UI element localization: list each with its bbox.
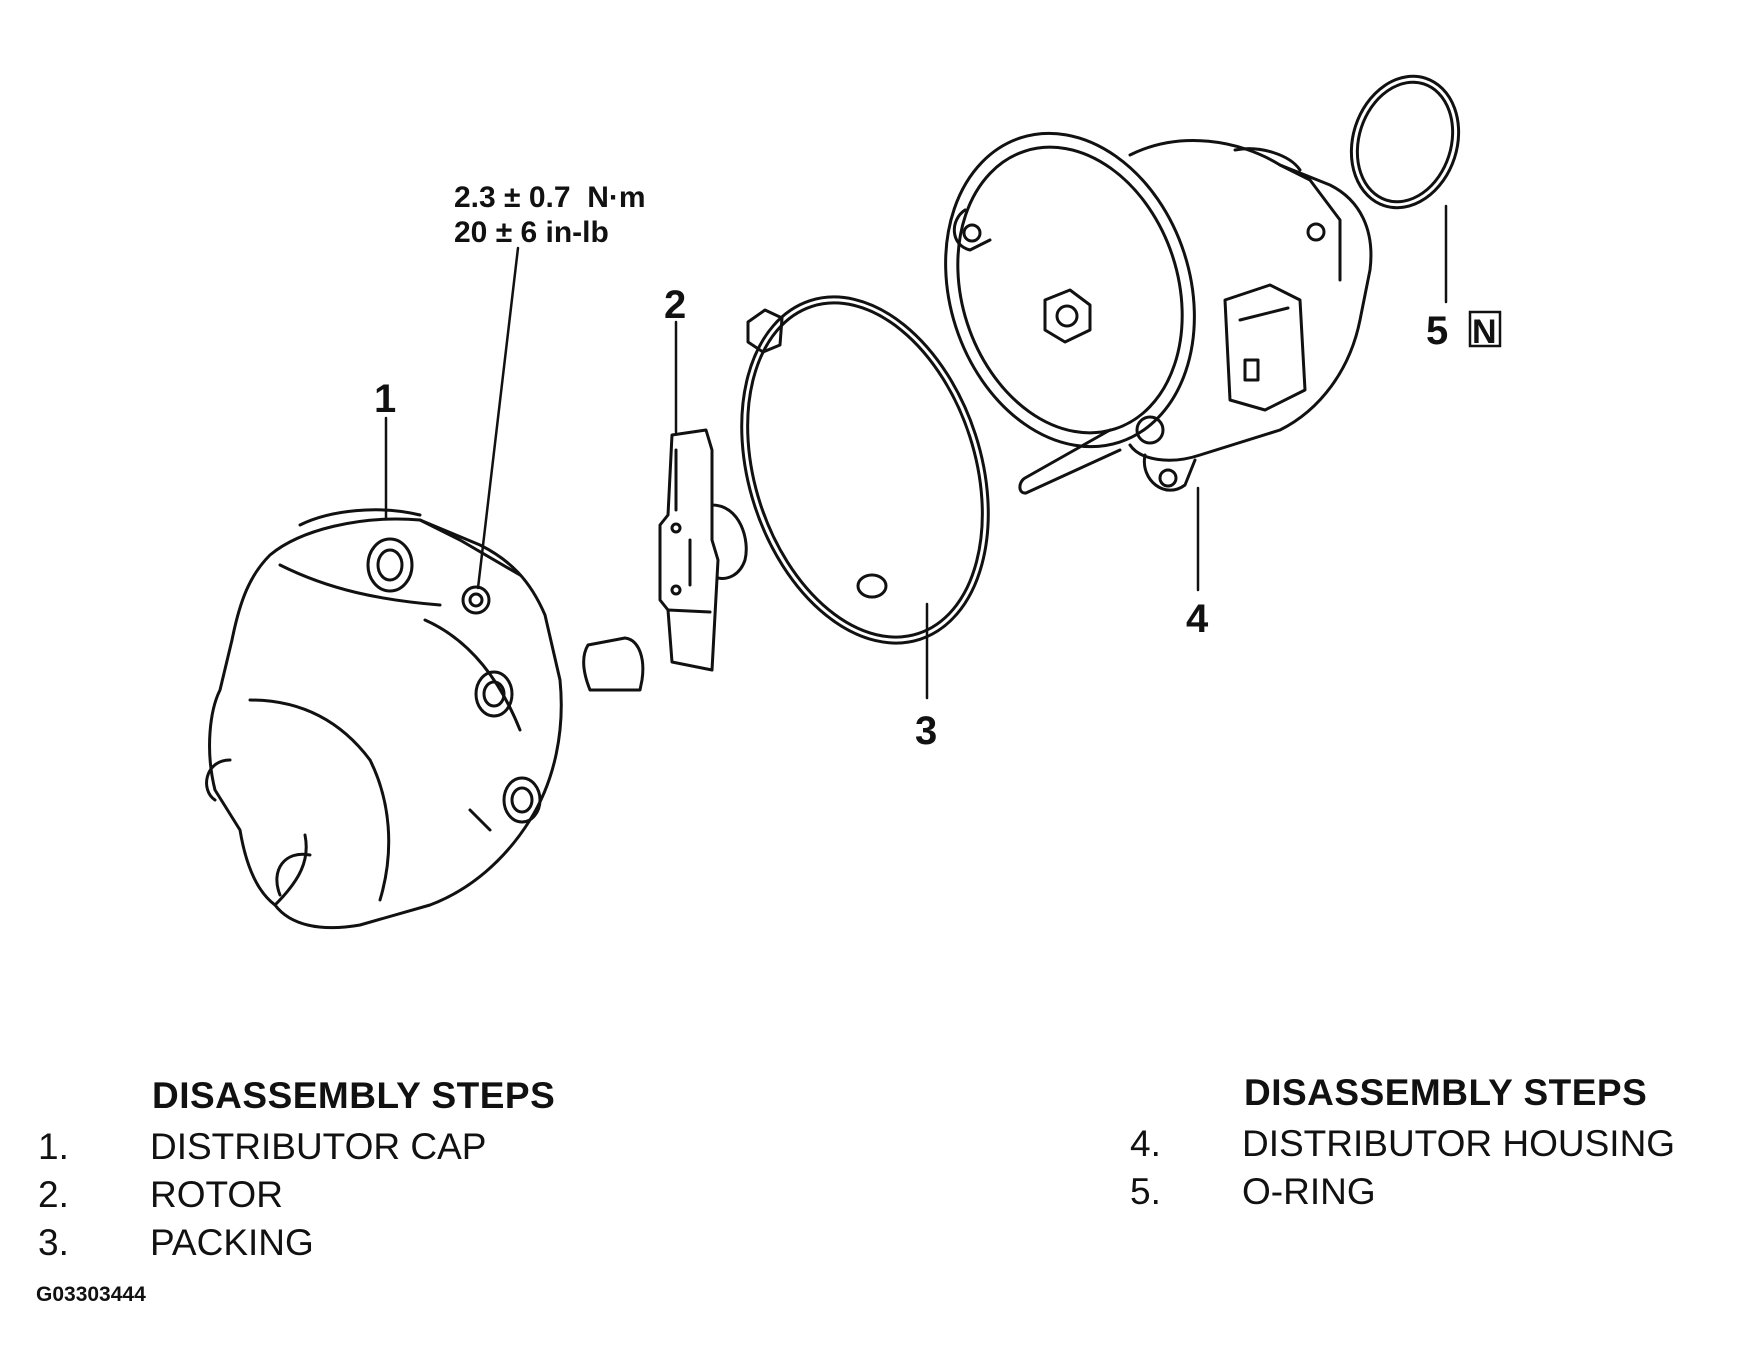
legend-item-label: ROTOR [150, 1174, 283, 1215]
legend-item-label: DISTRIBUTOR HOUSING [1242, 1123, 1676, 1164]
exploded-view-diagram: 1 2 3 4 5 N 2.3 ± 0.7 N·m 20 ± 6 in-lb [205, 74, 1502, 930]
legend-item-number: 1. [38, 1126, 69, 1167]
packing-drawing [740, 295, 990, 645]
callout-3: 3 [915, 709, 937, 753]
disassembly-steps-right: DISASSEMBLY STEPS 4. DISTRIBUTOR HOUSING… [1130, 1072, 1675, 1216]
new-part-marker-box [1468, 310, 1502, 348]
o-ring-drawing [1349, 74, 1461, 210]
rotor-tip-drawing [582, 636, 645, 692]
legend-item: 5. O-RING [1130, 1168, 1675, 1216]
callout-5: 5 [1426, 309, 1448, 353]
torque-spec-imperial: 20 ± 6 in-lb [454, 216, 609, 249]
legend-item: 2. ROTOR [38, 1171, 555, 1219]
callout-1: 1 [374, 377, 396, 421]
rotor-drawing [658, 428, 748, 672]
leader-line-torque [476, 246, 520, 590]
legend-left-heading: DISASSEMBLY STEPS [152, 1075, 556, 1116]
legend-item: 1. DISTRIBUTOR CAP [38, 1123, 555, 1171]
callout-4: 4 [1186, 597, 1209, 641]
new-part-marker: N [1472, 313, 1497, 351]
legend-item: 4. DISTRIBUTOR HOUSING [1130, 1120, 1675, 1168]
legend-right-heading: DISASSEMBLY STEPS [1244, 1072, 1648, 1113]
legend-item: 3. PACKING [38, 1219, 555, 1267]
figure-id: G03303444 [36, 1283, 146, 1306]
legend-item-number: 3. [38, 1222, 69, 1263]
legend-item-label: PACKING [150, 1222, 314, 1263]
legend-item-number: 2. [38, 1174, 69, 1215]
legend-item-label: O-RING [1242, 1171, 1376, 1212]
disassembly-steps-left: DISASSEMBLY STEPS 1. DISTRIBUTOR CAP 2. … [38, 1075, 555, 1267]
callout-2: 2 [664, 283, 686, 327]
torque-spec-metric: 2.3 ± 0.7 N·m [454, 181, 646, 214]
distributor-cap-drawing [205, 508, 563, 930]
legend-item-number: 4. [1130, 1123, 1161, 1164]
legend-item-label: DISTRIBUTOR CAP [150, 1126, 487, 1167]
legend-item-number: 5. [1130, 1171, 1161, 1212]
distributor-housing-drawing [944, 131, 1373, 495]
